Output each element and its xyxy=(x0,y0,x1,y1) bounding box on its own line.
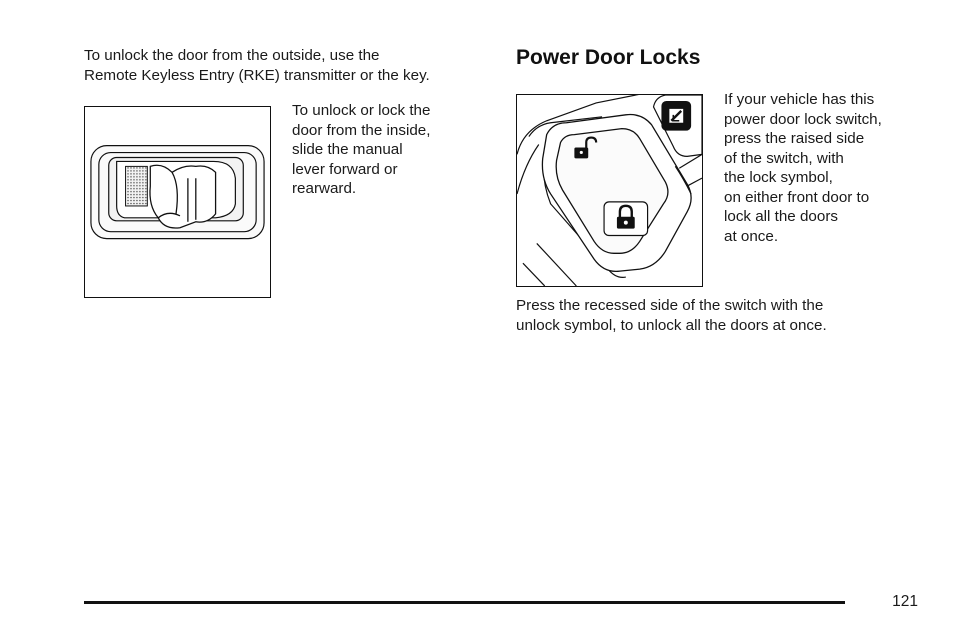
intro-paragraph: To unlock the door from the outside, use… xyxy=(84,47,430,84)
lever-grip-texture xyxy=(125,165,148,207)
manual-lock-lever-illustration xyxy=(84,106,271,298)
lock-symbol-icon xyxy=(603,201,649,237)
page-number: 121 xyxy=(892,593,918,610)
section-heading: Power Door Locks xyxy=(516,46,701,69)
lock-switch-paragraph: If your vehicle has this power door lock… xyxy=(724,91,882,245)
unlock-paragraph: Press the recessed side of the switch wi… xyxy=(516,297,827,334)
manual-lock-lever xyxy=(149,164,217,229)
adjacent-switch-edge xyxy=(674,153,702,195)
power-door-lock-switch-illustration xyxy=(516,94,703,287)
manual-lock-paragraph: To unlock or lock the door from the insi… xyxy=(292,102,431,197)
unlock-symbol-icon xyxy=(574,136,598,159)
footer-rule xyxy=(84,601,845,604)
window-switch-icon xyxy=(652,95,702,157)
